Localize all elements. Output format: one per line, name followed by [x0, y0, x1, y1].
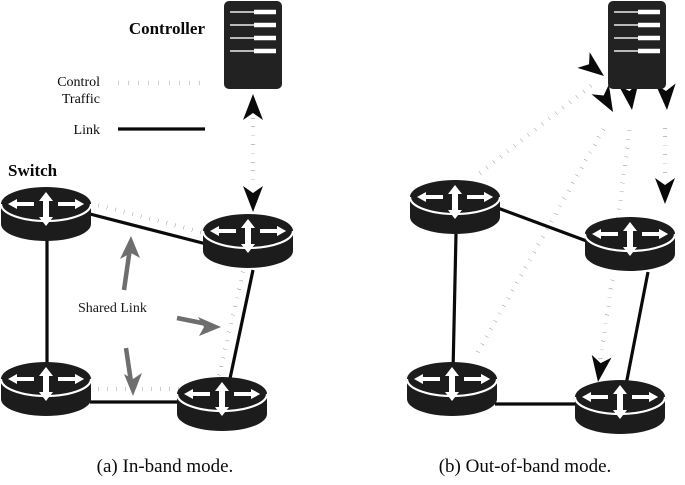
- shared-link-arrow-up-head: [120, 236, 140, 259]
- legend-link-label: Link: [74, 123, 100, 138]
- panel-a: Control Traffic Link Controller Switch: [0, 1, 295, 477]
- switch-a-top-right-icon: [201, 212, 295, 270]
- switch-a-top-left-icon: [0, 185, 93, 243]
- shared-link-label: Shared Link: [78, 301, 147, 316]
- controller-label: Controller: [129, 19, 206, 38]
- panel-a-caption: (a) In-band mode.: [97, 456, 234, 477]
- switch-b-bottom-right-icon: [573, 378, 667, 436]
- shared-link-annotation: Shared Link: [78, 236, 221, 396]
- controller-a-icon: [224, 1, 282, 89]
- control-b-tr-dots: [615, 127, 633, 219]
- switch-b-top-left-icon: [408, 178, 502, 236]
- shared-link-arrow-right-head: [198, 317, 221, 336]
- shared-link-arrow-down-head: [124, 373, 142, 396]
- control-a-controller-link: [243, 94, 263, 212]
- panel-b: (b) Out-of-band mode.: [405, 1, 677, 477]
- link-b-tr-br: [623, 271, 650, 391]
- link-a-tl-tr: [85, 211, 219, 249]
- switch-a-bottom-right-icon: [175, 375, 269, 433]
- link-b-tl-bl: [451, 233, 458, 373]
- legend: Control Traffic Link: [57, 75, 205, 138]
- legend-control-traffic-label-line2: Traffic: [62, 92, 100, 107]
- control-b-controller-tr: [615, 82, 642, 219]
- switch-b-top-right-icon: [583, 215, 677, 273]
- control-a-arrow-down: [243, 186, 263, 212]
- control-a-arrow-up: [243, 94, 263, 120]
- control-b-br-arrow-down-upper: [655, 178, 675, 204]
- shared-link-arrow-down-shaft: [123, 347, 134, 383]
- control-b-tl-dots: [478, 83, 594, 175]
- panel-b-caption: (b) Out-of-band mode.: [439, 456, 612, 477]
- panel-a-links: [45, 211, 255, 404]
- control-b-br-arrow-to-switch: [588, 354, 612, 384]
- panel-b-links: [451, 205, 650, 406]
- link-b-tl-tr: [494, 205, 593, 245]
- controller-b-icon: [608, 1, 666, 89]
- link-a-tr-br: [226, 269, 255, 389]
- switch-label: Switch: [8, 161, 58, 180]
- legend-control-traffic-label-line1: Control: [57, 75, 100, 90]
- control-b-controller-tl: [461, 52, 611, 206]
- control-b-tl-arrow-to-controller: [577, 52, 611, 84]
- switch-a-bottom-left-icon: [0, 360, 93, 418]
- switch-b-bottom-left-icon: [405, 360, 499, 418]
- control-b-bl-arrow-to-controller: [591, 84, 622, 117]
- shared-link-arrow-up-shaft: [121, 247, 133, 291]
- control-b-br-dots-lower: [597, 279, 615, 363]
